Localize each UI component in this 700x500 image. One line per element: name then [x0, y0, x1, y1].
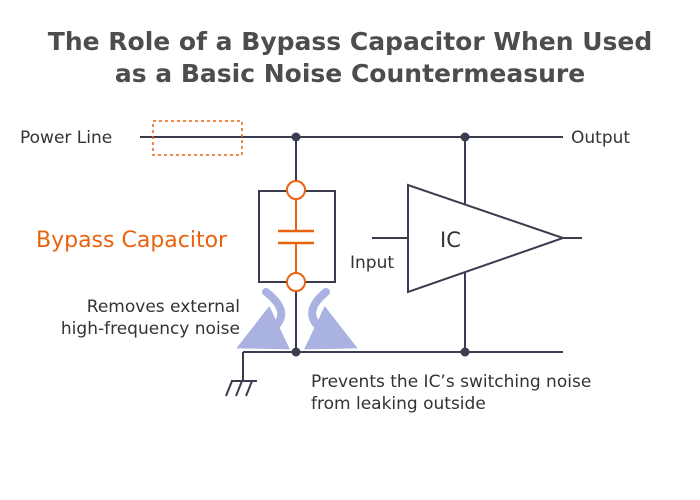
noise-source-dashed-box: [152, 120, 243, 156]
capacitor-icon: [278, 180, 314, 292]
right-noise-arrow-icon: [304, 288, 358, 350]
diagram-title-line1: The Role of a Bypass Capacitor When Used: [47, 27, 653, 56]
removes-noise-line2: high-frequency noise: [60, 319, 240, 339]
junction-dot: [460, 347, 470, 357]
prevents-noise-line2: from leaking outside: [311, 394, 486, 414]
diagram-title-line2: as a Basic Noise Countermeasure: [114, 59, 586, 88]
ic-label: IC: [440, 228, 461, 252]
ground-symbol-icon: [225, 380, 257, 397]
removes-noise-line1: Removes external: [86, 297, 240, 317]
junction-dot: [460, 132, 470, 142]
junction-dot: [291, 132, 301, 142]
prevents-noise-line1: Prevents the IC’s switching noise: [311, 372, 592, 392]
input-label: Input: [350, 253, 395, 273]
output-label: Output: [571, 128, 631, 148]
amplifier-triangle-icon: [407, 183, 567, 294]
bypass-capacitor-label: Bypass Capacitor: [36, 228, 228, 253]
junction-dot: [291, 347, 301, 357]
left-noise-arrow-icon: [236, 288, 290, 350]
power-line-label: Power Line: [20, 128, 113, 148]
